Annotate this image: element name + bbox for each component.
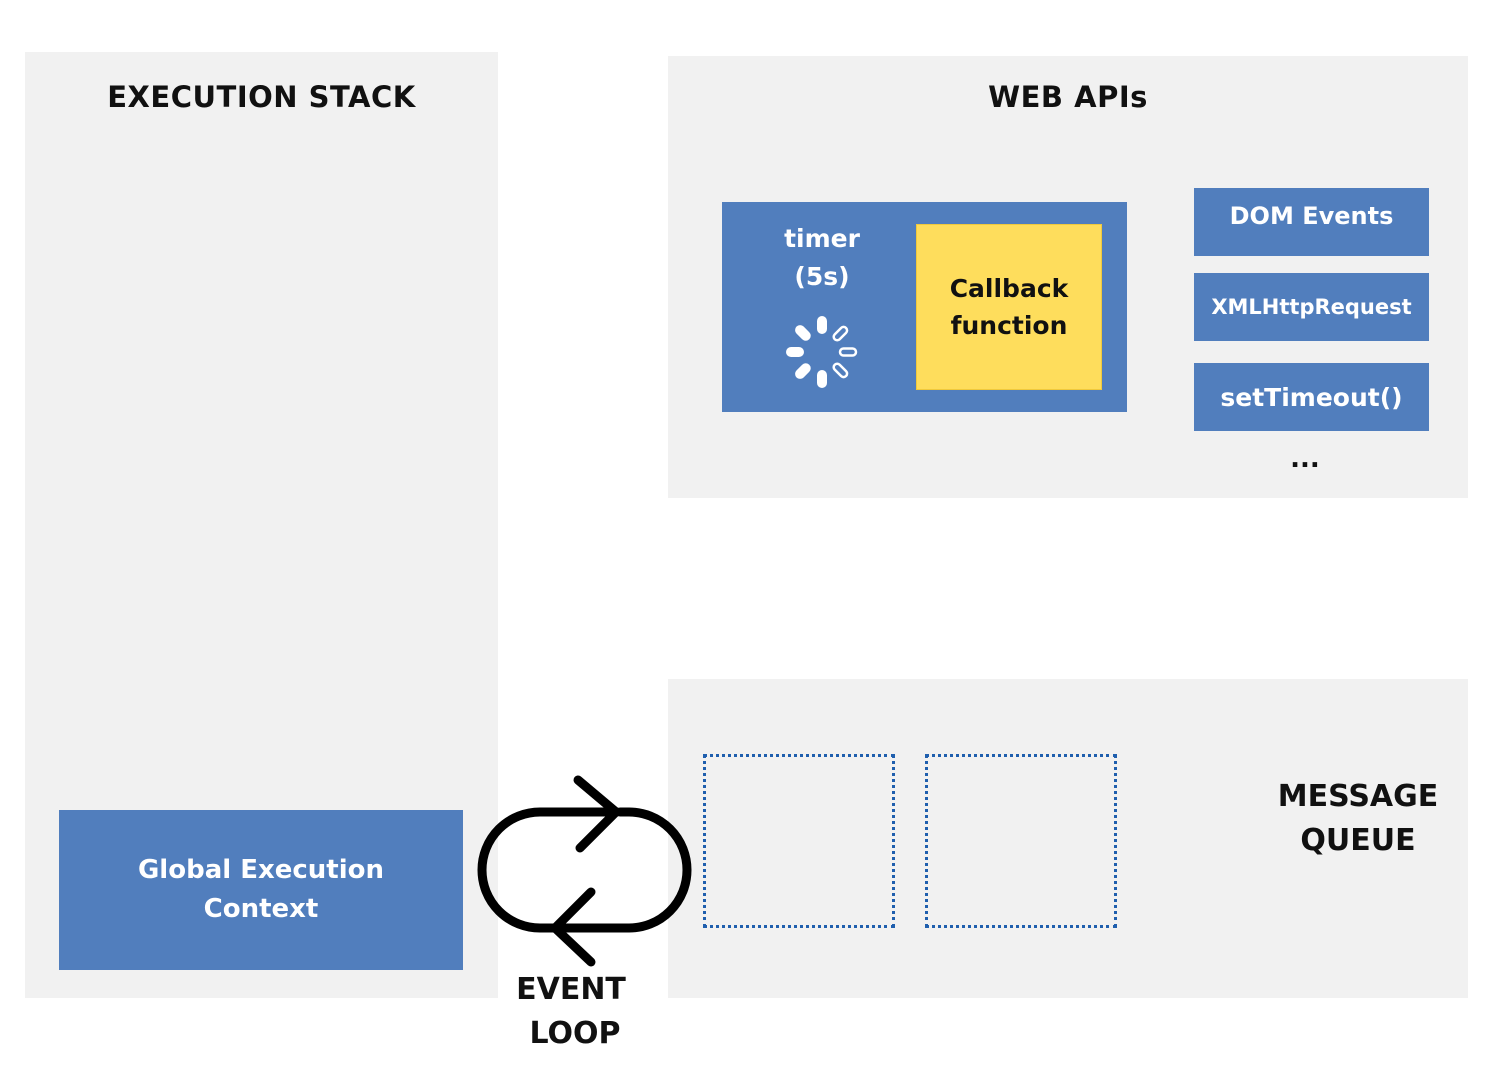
loading-spinner-icon (786, 316, 858, 388)
queue-slot-1 (703, 754, 895, 928)
execution-stack-panel: EXECUTION STACK Global Execution Context (25, 52, 498, 998)
api-item-dom-events: DOM Events (1194, 188, 1429, 256)
message-queue-panel: MESSAGE QUEUE (668, 679, 1468, 998)
timer-line1: timer (784, 224, 860, 253)
callback-function-box: Callback function (916, 224, 1102, 390)
global-context-line2: Context (203, 894, 319, 924)
event-loop-line2: LOOP (529, 1016, 621, 1051)
event-loop-line1: EVENT (516, 972, 626, 1007)
timer-box: timer (5s) Callback function (722, 202, 1127, 412)
callback-line2: function (950, 311, 1068, 340)
global-execution-context-box: Global Execution Context (59, 810, 463, 970)
queue-slot-2 (925, 754, 1117, 928)
execution-stack-title: EXECUTION STACK (107, 80, 416, 114)
api-item-settimeout: setTimeout() (1194, 363, 1429, 431)
callback-line1: Callback (949, 274, 1069, 303)
web-apis-panel: WEB APIs timer (5s) Callback function DO… (668, 56, 1468, 498)
api-item-xmlhttprequest: XMLHttpRequest (1194, 273, 1429, 341)
message-queue-label: MESSAGE QUEUE (1258, 775, 1458, 863)
timer-line2: (5s) (794, 262, 850, 291)
message-queue-line1: MESSAGE (1277, 779, 1439, 814)
web-apis-title: WEB APIs (988, 80, 1148, 114)
message-queue-line2: QUEUE (1300, 823, 1416, 858)
global-context-line1: Global Execution (137, 855, 385, 885)
api-list-ellipsis: ... (1290, 444, 1320, 474)
loop-arrows-icon (477, 775, 692, 967)
event-loop-label: EVENT LOOP (490, 968, 660, 1056)
timer-label: timer (5s) (722, 220, 922, 296)
